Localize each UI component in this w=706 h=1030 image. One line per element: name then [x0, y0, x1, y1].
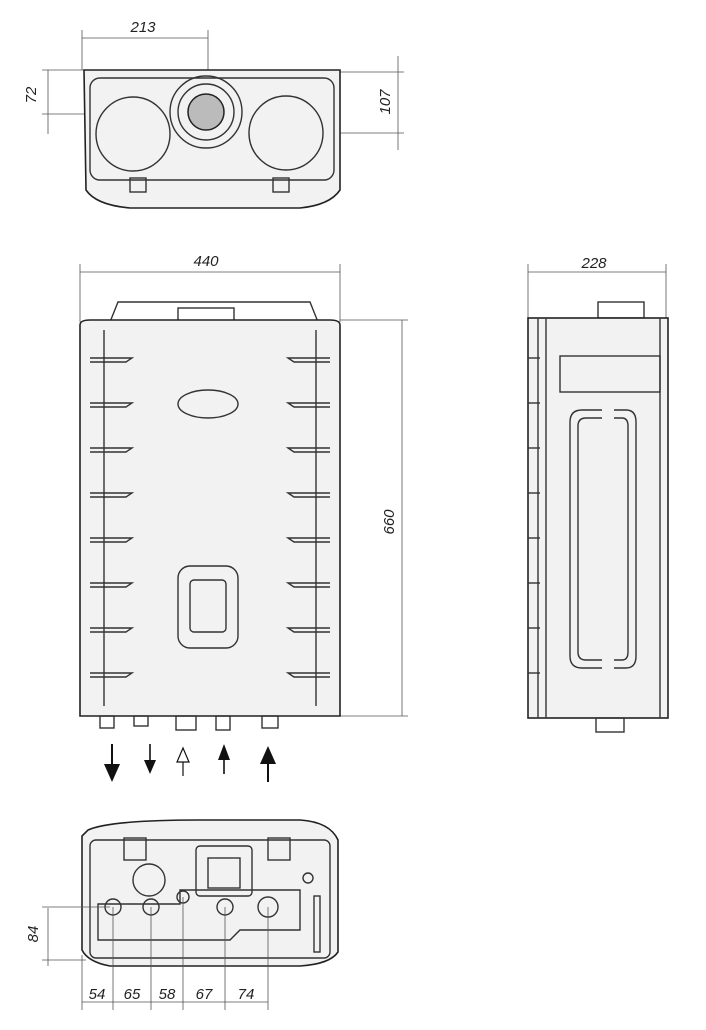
front-ribs — [90, 357, 330, 678]
display-window — [189, 579, 227, 633]
display-frame — [177, 565, 239, 649]
side-ticks — [528, 357, 540, 674]
flue-ring — [177, 83, 235, 141]
top-hinge-left — [129, 177, 147, 193]
flue-outer — [169, 75, 243, 149]
left-opening — [95, 96, 171, 172]
front-height-label: 660 — [381, 509, 398, 535]
connection-panel — [97, 889, 301, 941]
side-depth-label: 228 — [580, 255, 607, 272]
right-opening — [248, 95, 324, 171]
spacing-label-4: 67 — [196, 986, 213, 1003]
bottom-hinge-right — [267, 837, 291, 861]
bottom-spacing-extensions — [81, 897, 269, 1010]
bottom-control-module — [207, 857, 241, 889]
arrow-down-2 — [144, 744, 156, 774]
bottom-large-fitting — [132, 863, 166, 897]
spacing-label-2: 65 — [124, 986, 141, 1003]
front-connectors — [99, 715, 279, 731]
side-handle-left-inner — [577, 417, 602, 661]
arrow-up-2 — [260, 746, 276, 782]
top-right-height-label: 107 — [377, 89, 394, 115]
side-handle-right-inner — [614, 417, 629, 661]
mounting-bracket — [108, 301, 320, 323]
side-view: 228 — [527, 255, 669, 733]
side-label-area — [559, 355, 661, 393]
side-bottom-fittings — [595, 717, 625, 733]
top-view-inner-panel — [89, 77, 335, 181]
bottom-hinge-left — [123, 837, 147, 861]
bottom-height-label: 84 — [25, 926, 42, 943]
side-handle-left — [569, 409, 602, 669]
front-body — [79, 319, 341, 717]
bottom-control-box — [195, 845, 253, 897]
arrow-up-1 — [218, 744, 230, 774]
top-view: 213 72 107 — [23, 19, 404, 209]
spacing-label-3: 58 — [159, 986, 176, 1003]
arrow-up-hollow — [176, 746, 190, 776]
flue-center — [187, 93, 225, 131]
top-hinge-right — [272, 177, 290, 193]
arrow-down-1 — [104, 744, 120, 782]
spacing-label-1: 54 — [89, 986, 106, 1003]
bottom-slot — [313, 895, 321, 953]
top-width-label: 213 — [129, 19, 156, 36]
side-handle-right — [614, 409, 637, 669]
bottom-small-port — [302, 872, 314, 884]
side-flue — [597, 301, 645, 319]
bottom-view: 84 54 65 58 67 74 — [25, 819, 339, 1010]
logo-plate — [177, 389, 239, 419]
bottom-inner-frame — [89, 839, 331, 959]
spacing-label-5: 74 — [238, 986, 255, 1003]
front-view: 440 660 — [79, 253, 408, 731]
top-left-height-label: 72 — [23, 86, 40, 103]
flow-arrows — [104, 744, 276, 782]
side-body — [527, 317, 669, 719]
front-width-label: 440 — [193, 253, 219, 270]
